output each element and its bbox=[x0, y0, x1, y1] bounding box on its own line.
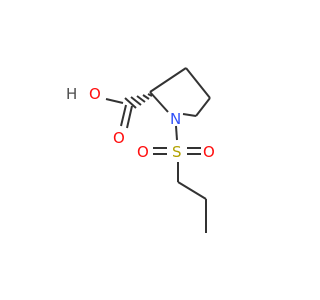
bond-c4-c5 bbox=[195, 97, 211, 117]
bond-n-s bbox=[175, 125, 178, 141]
molecule-structure: H O O N S O O bbox=[66, 67, 215, 233]
bond-c-oh bbox=[105, 98, 124, 104]
carboxylic-acid-group bbox=[105, 93, 153, 129]
hydrogen-label: H bbox=[66, 85, 77, 103]
pyrrolidine-ring bbox=[149, 67, 211, 117]
sulfur-label: S bbox=[172, 143, 182, 161]
bond-c-o-double-b bbox=[126, 105, 133, 129]
bond-c3-c4 bbox=[185, 67, 211, 99]
carbonyl-oxygen-label: O bbox=[113, 129, 125, 147]
bond-c2-c3 bbox=[149, 67, 187, 93]
hydroxyl-oxygen-label: O bbox=[89, 85, 101, 103]
bond-n-c2 bbox=[149, 91, 169, 113]
bond-c1-c2 bbox=[177, 181, 207, 200]
hashed-wedge-bond bbox=[124, 93, 153, 109]
sulfonyl-oxygen-right-label: O bbox=[203, 143, 215, 161]
propylsulfonyl-group bbox=[153, 125, 207, 233]
nitrogen-label: N bbox=[170, 110, 181, 128]
bond-c-o-double-a bbox=[120, 104, 127, 127]
sulfonyl-oxygen-left-label: O bbox=[137, 143, 149, 161]
bond-c5-n bbox=[182, 113, 197, 117]
